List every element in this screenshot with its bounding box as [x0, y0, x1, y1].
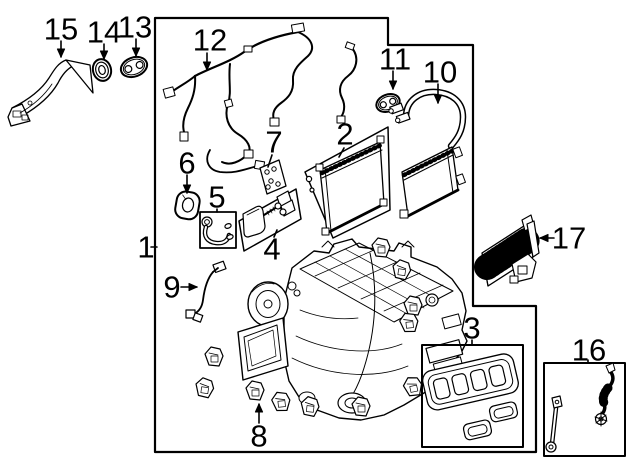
callout-label-2[interactable]: 2	[336, 117, 353, 152]
callout-2[interactable]: 2	[336, 117, 354, 158]
callout-leader-2	[338, 147, 345, 158]
callout-label-11[interactable]: 11	[379, 42, 411, 77]
part-4-expansion-valve-kit	[238, 188, 302, 252]
callout-label-6[interactable]: 6	[178, 146, 195, 181]
callout-arrowhead-12	[202, 61, 212, 71]
part-8-actuator	[245, 380, 265, 401]
part-14-grommet	[91, 58, 113, 82]
callout-label-16[interactable]: 16	[572, 333, 606, 368]
part-13-grommet	[119, 55, 149, 79]
callout-label-5[interactable]: 5	[208, 180, 225, 215]
callout-12[interactable]: 12	[193, 23, 227, 71]
callout-label-9[interactable]: 9	[163, 270, 180, 305]
part-17-aux-heater	[474, 214, 541, 287]
part-5-hose-kit	[199, 211, 237, 249]
callout-6[interactable]: 6	[178, 146, 196, 194]
callout-label-15[interactable]: 15	[44, 12, 78, 47]
part-12-wiring-harness	[162, 22, 358, 174]
part-3-seal-kit	[421, 344, 524, 448]
callout-5[interactable]: 5	[208, 180, 225, 215]
callout-label-14[interactable]: 14	[87, 15, 121, 50]
callout-arrowhead-8	[254, 403, 264, 413]
callout-9[interactable]: 9	[163, 270, 198, 305]
part-6-grommet	[174, 190, 201, 221]
callout-arrowhead-11	[388, 80, 398, 90]
part-7-plate	[259, 159, 287, 195]
callout-arrowhead-14	[99, 50, 109, 60]
callout-leader-4	[273, 229, 278, 238]
callout-4[interactable]: 4	[263, 229, 281, 267]
callout-8[interactable]: 8	[250, 403, 268, 454]
callout-arrowhead-9	[188, 282, 198, 292]
part-2-evaporator-kit	[304, 126, 391, 239]
part-15-air-duct	[7, 59, 94, 127]
callout-arrowhead-13	[131, 47, 141, 57]
callout-7[interactable]: 7	[265, 125, 283, 168]
callout-arrowhead-10	[433, 94, 443, 104]
callout-3[interactable]: 3	[463, 311, 481, 346]
callout-label-12[interactable]: 12	[193, 23, 227, 58]
callout-label-13[interactable]: 13	[118, 10, 152, 45]
callout-label-1[interactable]: 1	[137, 230, 154, 265]
part-9-wire-link	[185, 260, 227, 323]
callout-1[interactable]: 1	[137, 230, 158, 265]
callout-label-4[interactable]: 4	[263, 232, 280, 267]
callout-leader-7	[267, 154, 273, 168]
callout-17[interactable]: 17	[539, 221, 586, 256]
callout-10[interactable]: 10	[423, 55, 457, 104]
callout-16[interactable]: 16	[572, 333, 606, 368]
callout-label-7[interactable]: 7	[265, 125, 282, 160]
part-16-link-rods	[543, 362, 626, 457]
callout-arrowhead-17	[539, 233, 549, 243]
callout-label-8[interactable]: 8	[250, 419, 267, 454]
callout-11[interactable]: 11	[379, 42, 411, 90]
callout-arrowhead-6	[182, 184, 192, 194]
callout-label-17[interactable]: 17	[552, 221, 586, 256]
callout-label-3[interactable]: 3	[463, 311, 480, 346]
main-assembly-boundary	[153, 16, 538, 454]
callout-label-10[interactable]: 10	[423, 55, 457, 90]
part-10-heater-core	[388, 88, 467, 219]
callout-14[interactable]: 14	[87, 15, 121, 60]
callout-arrowhead-15	[56, 48, 66, 58]
callout-13[interactable]: 13	[118, 10, 152, 57]
callout-15[interactable]: 15	[44, 12, 78, 58]
